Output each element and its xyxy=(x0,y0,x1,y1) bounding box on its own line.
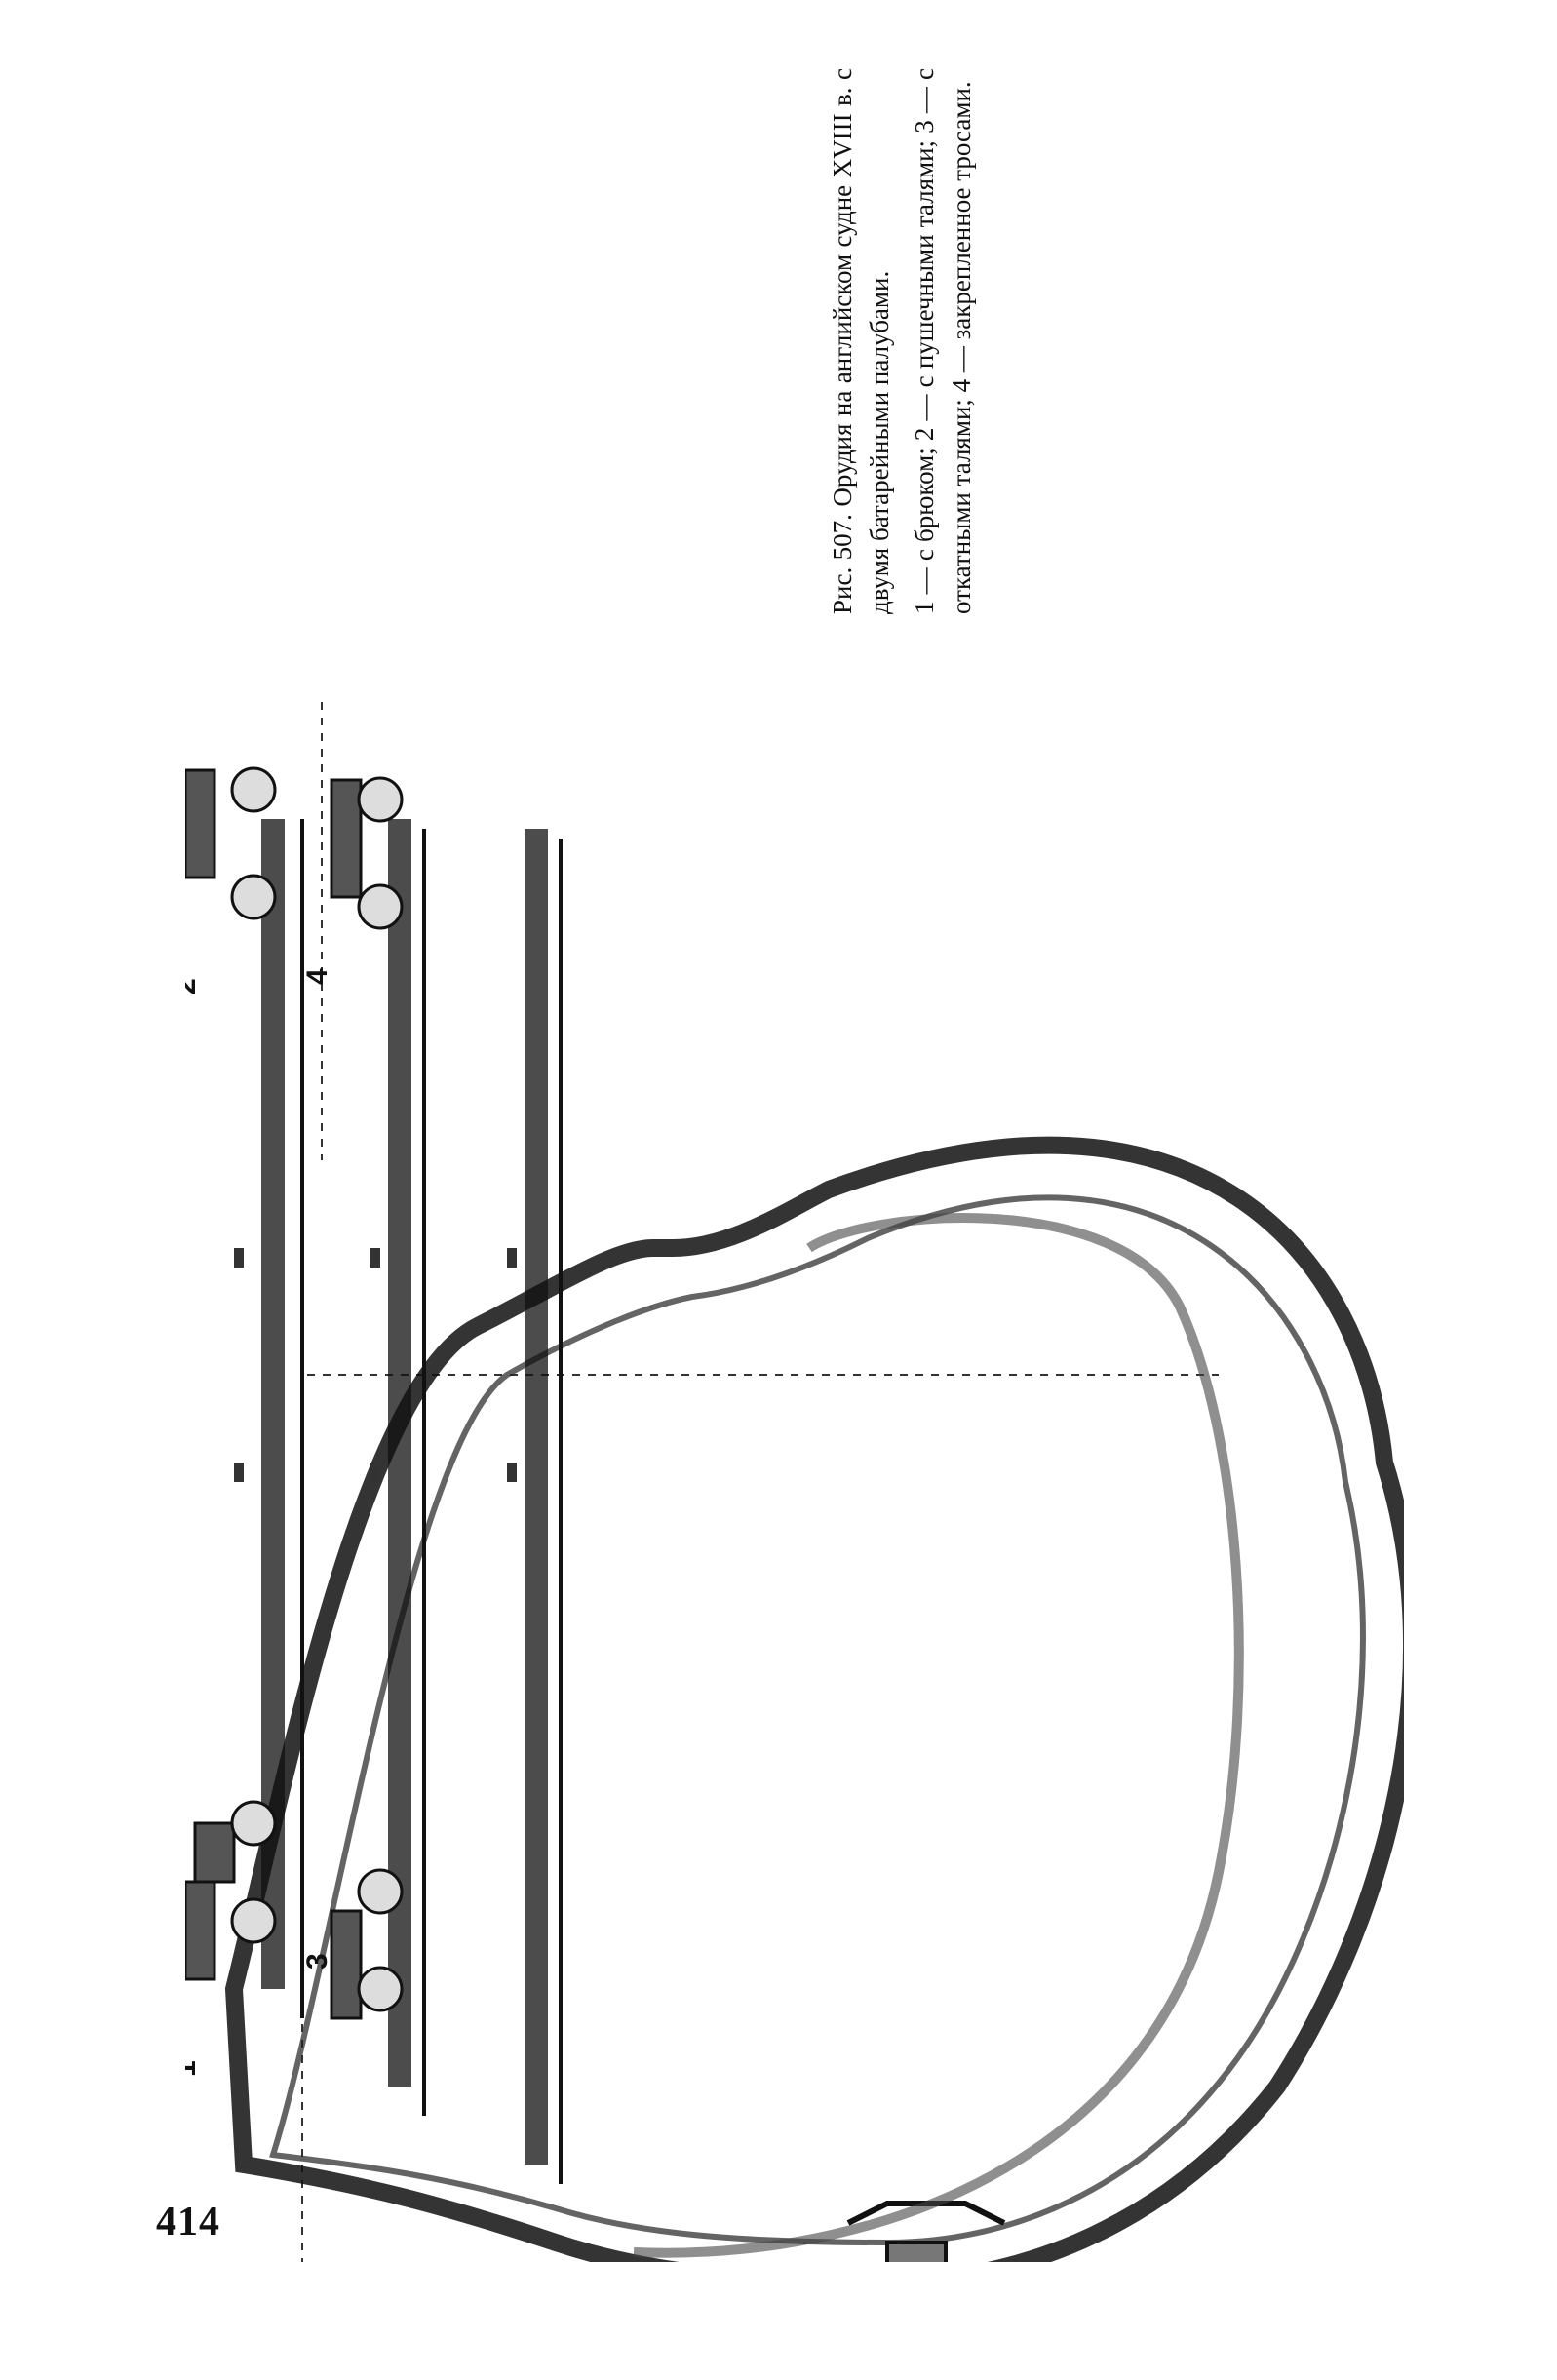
label-4: 4 xyxy=(301,968,333,985)
label-3: 3 xyxy=(301,1953,333,1970)
caption-title: Рис. 507. Орудия на английском судне XVI… xyxy=(828,68,894,614)
page-number: 414 xyxy=(156,2200,220,2244)
ship-cross-section-figure: 1 2 3 4 xyxy=(170,702,1421,2291)
cannon-icon xyxy=(183,1800,277,1981)
label-1: 1 xyxy=(185,2060,202,2077)
label-2: 2 xyxy=(185,978,202,995)
caption-legend: 1 — с брюком; 2 — с пушечными талями; 3 … xyxy=(910,68,976,614)
keel xyxy=(885,2241,948,2283)
figure-caption: Рис. 507. Орудия на английском судне XVI… xyxy=(824,68,988,614)
ship-cross-section-icon: 1 2 3 4 xyxy=(170,702,1421,2291)
